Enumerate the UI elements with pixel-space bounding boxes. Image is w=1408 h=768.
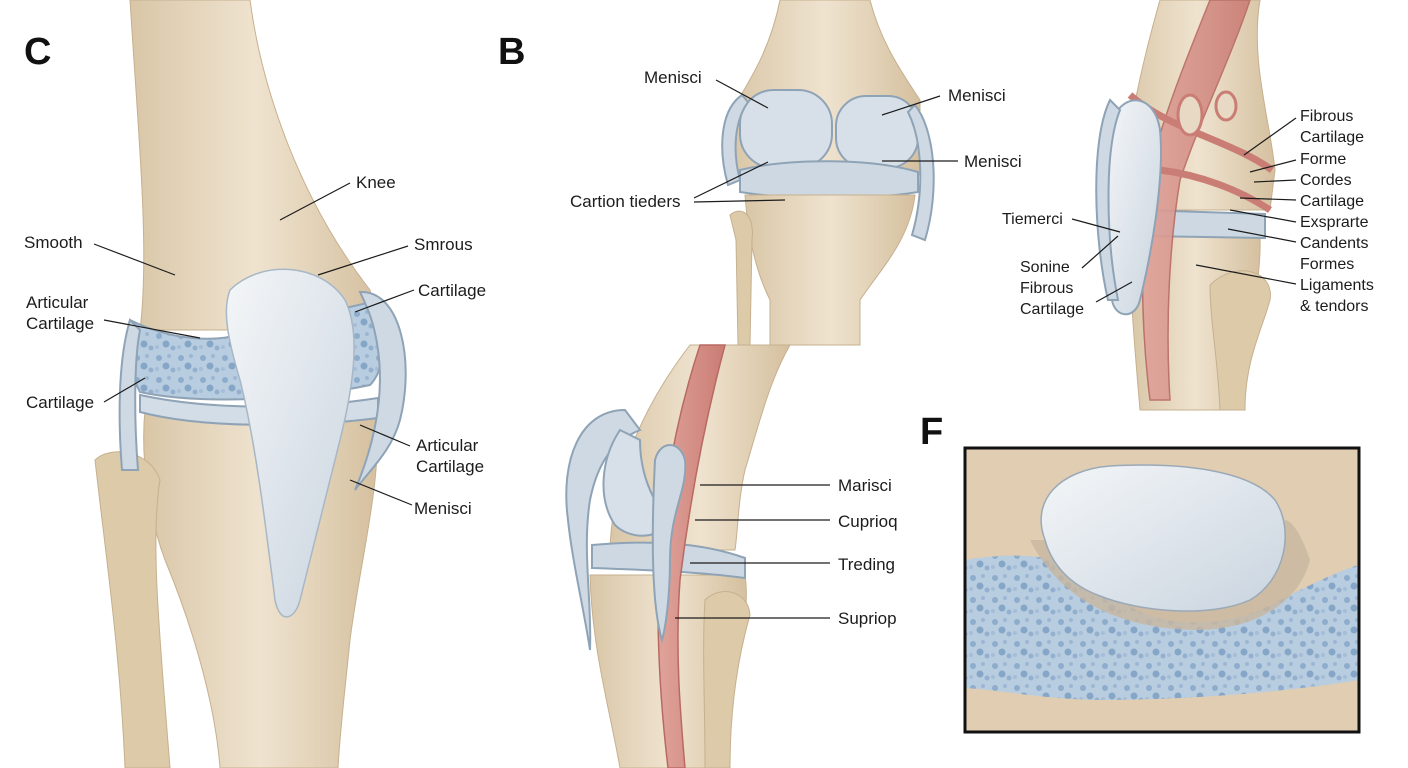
panel-b-letter: B	[498, 31, 525, 73]
panel-b: B Menisci Menisci Menisci Cartion tieder…	[498, 0, 1022, 346]
side-leader-candents	[1227, 228, 1297, 243]
side-fibula-bone	[1209, 270, 1271, 411]
label-side-r-ligaments: Ligaments	[1300, 277, 1374, 294]
label-b-cartion-tieders: Cartion tieders	[570, 192, 681, 211]
b-fibula-bone	[729, 210, 753, 346]
label-side-r-forme: Forme	[1300, 151, 1346, 168]
lateral-capsule	[354, 290, 407, 491]
b-meniscus-band	[739, 160, 919, 199]
f-frame-border	[963, 446, 1361, 734]
side-leader-exsprarte	[1229, 209, 1297, 223]
label-side-r-exsprarte: Exsprarte	[1300, 214, 1369, 231]
leader-articular-c2	[359, 424, 411, 447]
leader-cartilage-c2	[103, 377, 146, 403]
label-side-fibrous: Fibrous	[1020, 280, 1073, 297]
panel-c: C Knee Smooth Smrous Cartilage Articular…	[24, 0, 486, 768]
side-ligament-gap-2	[1214, 90, 1238, 122]
leader-articular-c1	[103, 319, 201, 339]
leader-cartilage-c1	[354, 289, 415, 313]
label-c-cartilage-2: Cartilage	[26, 314, 94, 333]
panel-side: Tiemerci Sonine Fibrous Cartilage Fibrou…	[1002, 0, 1374, 411]
panel-mid: Marisci Cuprioq Treding Supriop	[565, 344, 898, 768]
mid-capsule	[565, 408, 642, 651]
panel-f-letter: F	[920, 411, 943, 453]
label-c-articular-2: Articular	[416, 436, 479, 455]
label-side-r-cartilage-1: Cartilage	[1300, 129, 1364, 146]
mid-fibula-bone	[703, 591, 751, 768]
side-leader-cartilage-r	[1239, 197, 1297, 201]
label-side-r-formes: Formes	[1300, 256, 1354, 273]
side-leader-forme	[1249, 159, 1297, 173]
leader-menisci-c	[349, 479, 413, 506]
f-spongy-bone	[965, 555, 1359, 700]
patellar-cartilage	[225, 268, 355, 618]
label-c-smooth: Smooth	[24, 233, 83, 252]
label-b-menisci-3: Menisci	[964, 152, 1022, 171]
label-side-r-candents: Candents	[1300, 235, 1369, 252]
leader-smooth	[93, 243, 176, 276]
label-c-cartilage-3: Cartilage	[26, 393, 94, 412]
b-leader-menisci-2	[881, 95, 941, 116]
side-leader-cartilage	[1095, 281, 1133, 303]
b-leader-menisci-1	[715, 79, 769, 109]
b-leader-cartion-1	[693, 161, 769, 199]
label-side-r-fibrous: Fibrous	[1300, 108, 1353, 125]
label-b-menisci-1: Menisci	[644, 68, 702, 87]
label-side-cartilage: Cartilage	[1020, 301, 1084, 318]
b-condyle-left	[739, 89, 833, 169]
label-mid-cuprioq: Cuprioq	[838, 512, 898, 531]
side-leader-ligaments	[1195, 264, 1297, 285]
side-leader-fibrous	[1243, 117, 1297, 156]
label-side-tiemerci: Tiemerci	[1002, 211, 1063, 228]
b-capsule-right	[906, 103, 935, 242]
side-leader-tiemerci	[1071, 218, 1121, 233]
label-mid-supriop: Supriop	[838, 609, 897, 628]
label-c-knee: Knee	[356, 173, 396, 192]
medial-capsule	[118, 318, 142, 471]
label-c-menisci: Menisci	[414, 499, 472, 518]
side-leader-sonine	[1081, 235, 1119, 269]
b-leader-cartion-2	[693, 199, 786, 203]
b-capsule-left	[721, 93, 750, 187]
mid-tendon-loop	[651, 444, 687, 644]
label-c-cartilage-4: Cartilage	[416, 457, 484, 476]
label-side-r-cordes: Cordes	[1300, 172, 1352, 189]
label-side-sonine: Sonine	[1020, 259, 1070, 276]
side-ligament-gap-1	[1176, 93, 1204, 137]
label-mid-marisci: Marisci	[838, 476, 892, 495]
panel-f: F	[920, 411, 1361, 734]
side-leader-cordes	[1253, 179, 1297, 183]
label-mid-treding: Treding	[838, 555, 895, 574]
label-c-articular-1: Articular	[26, 293, 89, 312]
label-side-r-cartilage-2: Cartilage	[1300, 193, 1364, 210]
fibula-bone	[94, 451, 171, 768]
label-b-menisci-2: Menisci	[948, 86, 1006, 105]
f-cartilage-cap	[1040, 464, 1286, 612]
leader-smrous	[317, 245, 409, 276]
leader-knee	[279, 182, 351, 221]
label-c-smrous: Smrous	[414, 235, 473, 254]
panel-c-letter: C	[24, 31, 51, 73]
label-side-r-tendors: & tendors	[1300, 298, 1368, 315]
b-tibia-bone	[744, 194, 916, 346]
label-c-cartilage-1: Cartilage	[418, 281, 486, 300]
